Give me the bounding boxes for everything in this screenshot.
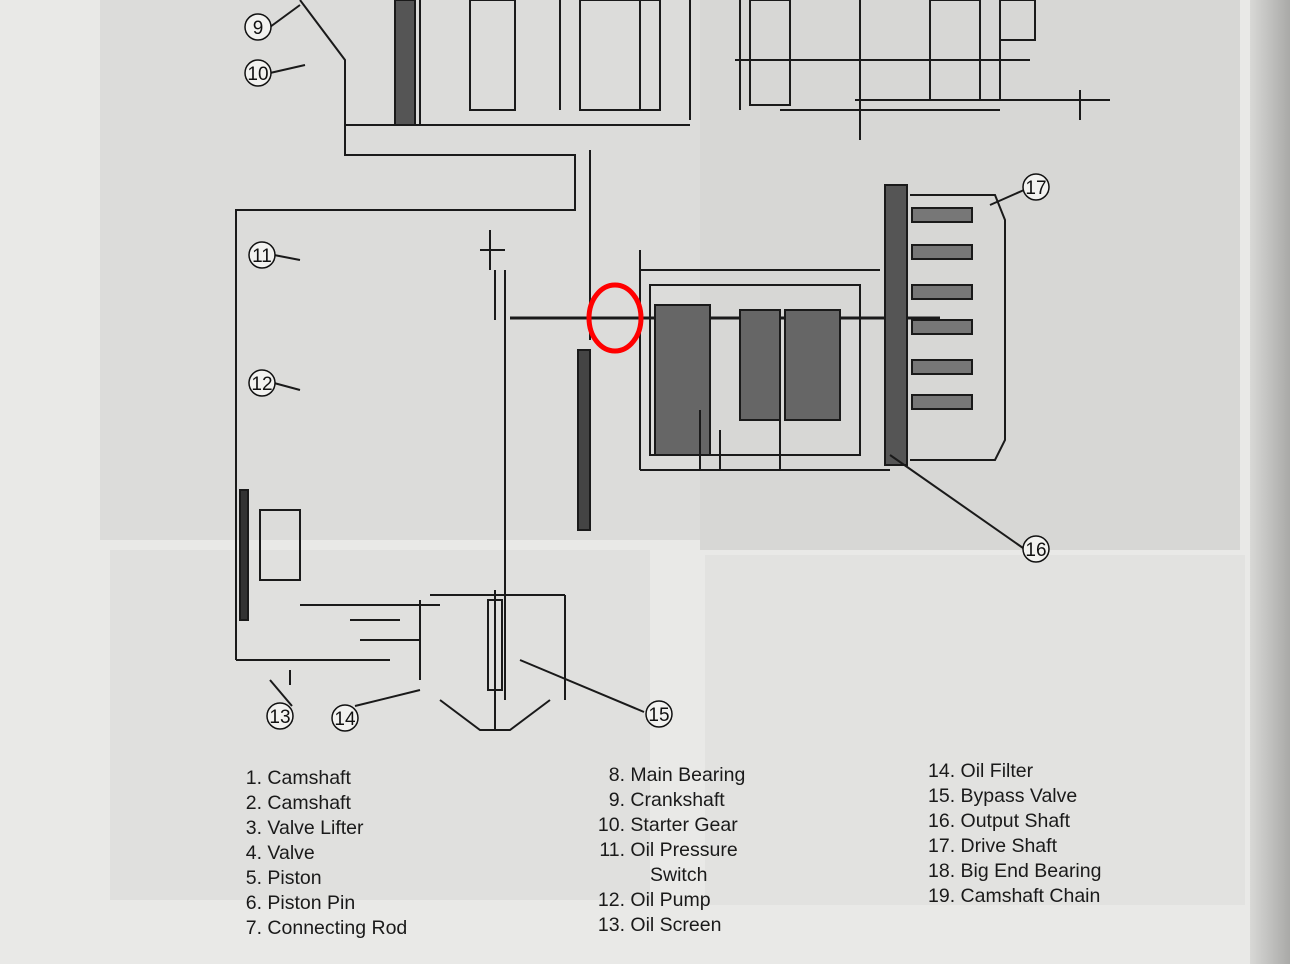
callout-17: 17 [1022,173,1050,201]
legend-item: 9. Crankshaft [608,789,725,811]
callout-14: 14 [331,704,359,732]
legend-column-1: 1. Camshaft 2. Camshaft 3. Valve Lifter … [240,766,408,941]
legend-column-2: 8. Main Bearing 9. Crankshaft 10. Starte… [595,763,745,938]
svg-text:13: 13 [269,707,290,728]
legend-item: 16. Output Shaft [928,810,1071,832]
svg-text:17: 17 [1025,178,1046,199]
svg-text:11: 11 [252,246,272,267]
legend-item: 1. Camshaft [245,767,351,789]
legend-item: 18. Big End Bearing [928,860,1102,882]
svg-text:12: 12 [251,374,272,395]
red-annotation-circle [586,282,644,354]
svg-text:14: 14 [334,709,356,730]
callout-12: 12 [248,369,276,397]
svg-text:16: 16 [1025,540,1046,561]
legend-item: 19. Camshaft Chain [928,885,1101,907]
callout-9: 9 [244,13,272,41]
legend-item: 5. Piston [245,867,322,889]
legend-item: 11. Oil Pressure [599,839,738,861]
legend-item: 17. Drive Shaft [928,835,1057,857]
bleed-through-region [705,555,1245,905]
legend-item: 15. Bypass Valve [928,785,1078,807]
legend-item: 3. Valve Lifter [245,817,364,839]
callout-10: 10 [244,59,272,87]
callout-11: 11 [248,241,276,269]
legend-item: 6. Piston Pin [245,892,356,914]
legend-item: 2. Camshaft [245,792,351,814]
legend-column-3: 14. Oil Filter 15. Bypass Valve 16. Outp… [928,759,1101,909]
svg-text:15: 15 [648,705,669,726]
legend-item: 13. Oil Screen [597,914,722,936]
legend-item: Switch [650,864,708,886]
legend-item: 12. Oil Pump [597,889,711,911]
page-edge [1250,0,1290,964]
callout-15: 15 [645,700,673,728]
legend-item: 14. Oil Filter [928,760,1034,782]
legend-item: 8. Main Bearing [608,764,746,786]
legend-item: 10. Starter Gear [597,814,738,836]
svg-text:9: 9 [253,18,264,39]
svg-text:10: 10 [247,64,268,85]
callout-13: 13 [266,702,294,730]
bleed-through-region [110,550,650,900]
legend-item: 4. Valve [245,842,315,864]
callout-16: 16 [1022,535,1050,563]
legend-item: 7. Connecting Rod [245,917,408,939]
